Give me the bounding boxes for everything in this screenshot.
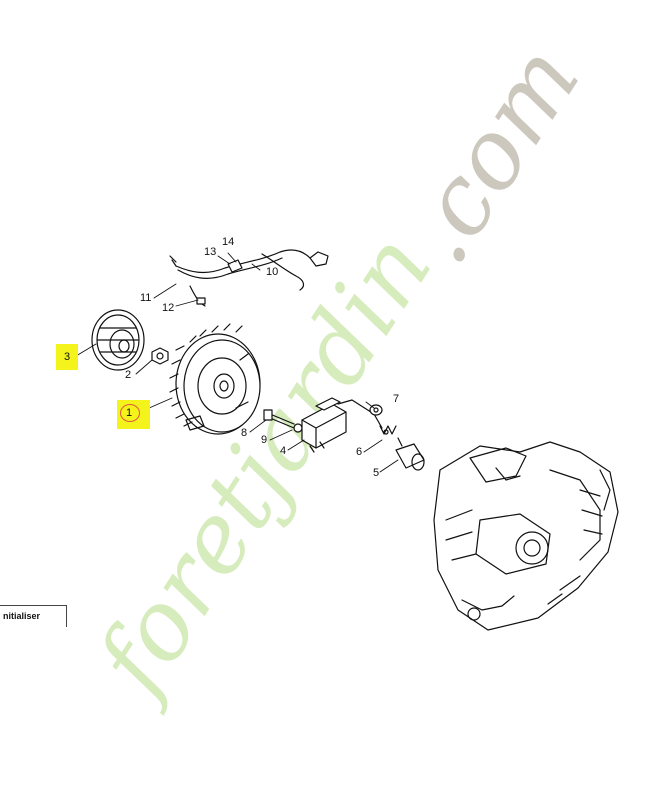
- callout-10[interactable]: 10: [266, 266, 279, 278]
- part-5-boot: [395, 437, 425, 471]
- callout-11[interactable]: 11: [140, 292, 152, 304]
- callout-6[interactable]: 6: [356, 446, 363, 458]
- part-8-9-screw: [263, 409, 303, 433]
- engine-block: [433, 441, 619, 631]
- watermark-text-grey: .com: [380, 26, 601, 283]
- reset-button-label: nitialiser: [3, 611, 41, 621]
- circle-part-1: [120, 404, 140, 422]
- callout-1[interactable]: 1: [126, 407, 133, 419]
- part-1-flywheel: [169, 323, 261, 435]
- leader-lines: [75, 252, 399, 473]
- callout-5[interactable]: 5: [373, 467, 380, 479]
- callout-12[interactable]: 12: [162, 302, 175, 314]
- part-6-spring: [379, 425, 397, 435]
- part-2-nut: [151, 347, 169, 365]
- highlight-part-3: [56, 344, 78, 370]
- callout-14[interactable]: 14: [222, 236, 235, 248]
- callout-9[interactable]: 9: [261, 434, 268, 446]
- watermark-text-green: foretjardin: [72, 214, 453, 717]
- wiring-harness: [169, 249, 329, 307]
- reset-button[interactable]: [0, 605, 67, 627]
- callout-7[interactable]: 7: [393, 393, 400, 405]
- part-3-drum: [91, 309, 145, 371]
- callout-4[interactable]: 4: [280, 445, 287, 457]
- callout-2[interactable]: 2: [125, 369, 132, 381]
- part-4-module: [301, 397, 383, 453]
- callout-3[interactable]: 3: [64, 351, 71, 363]
- callout-13[interactable]: 13: [204, 246, 217, 258]
- callout-8[interactable]: 8: [241, 427, 248, 439]
